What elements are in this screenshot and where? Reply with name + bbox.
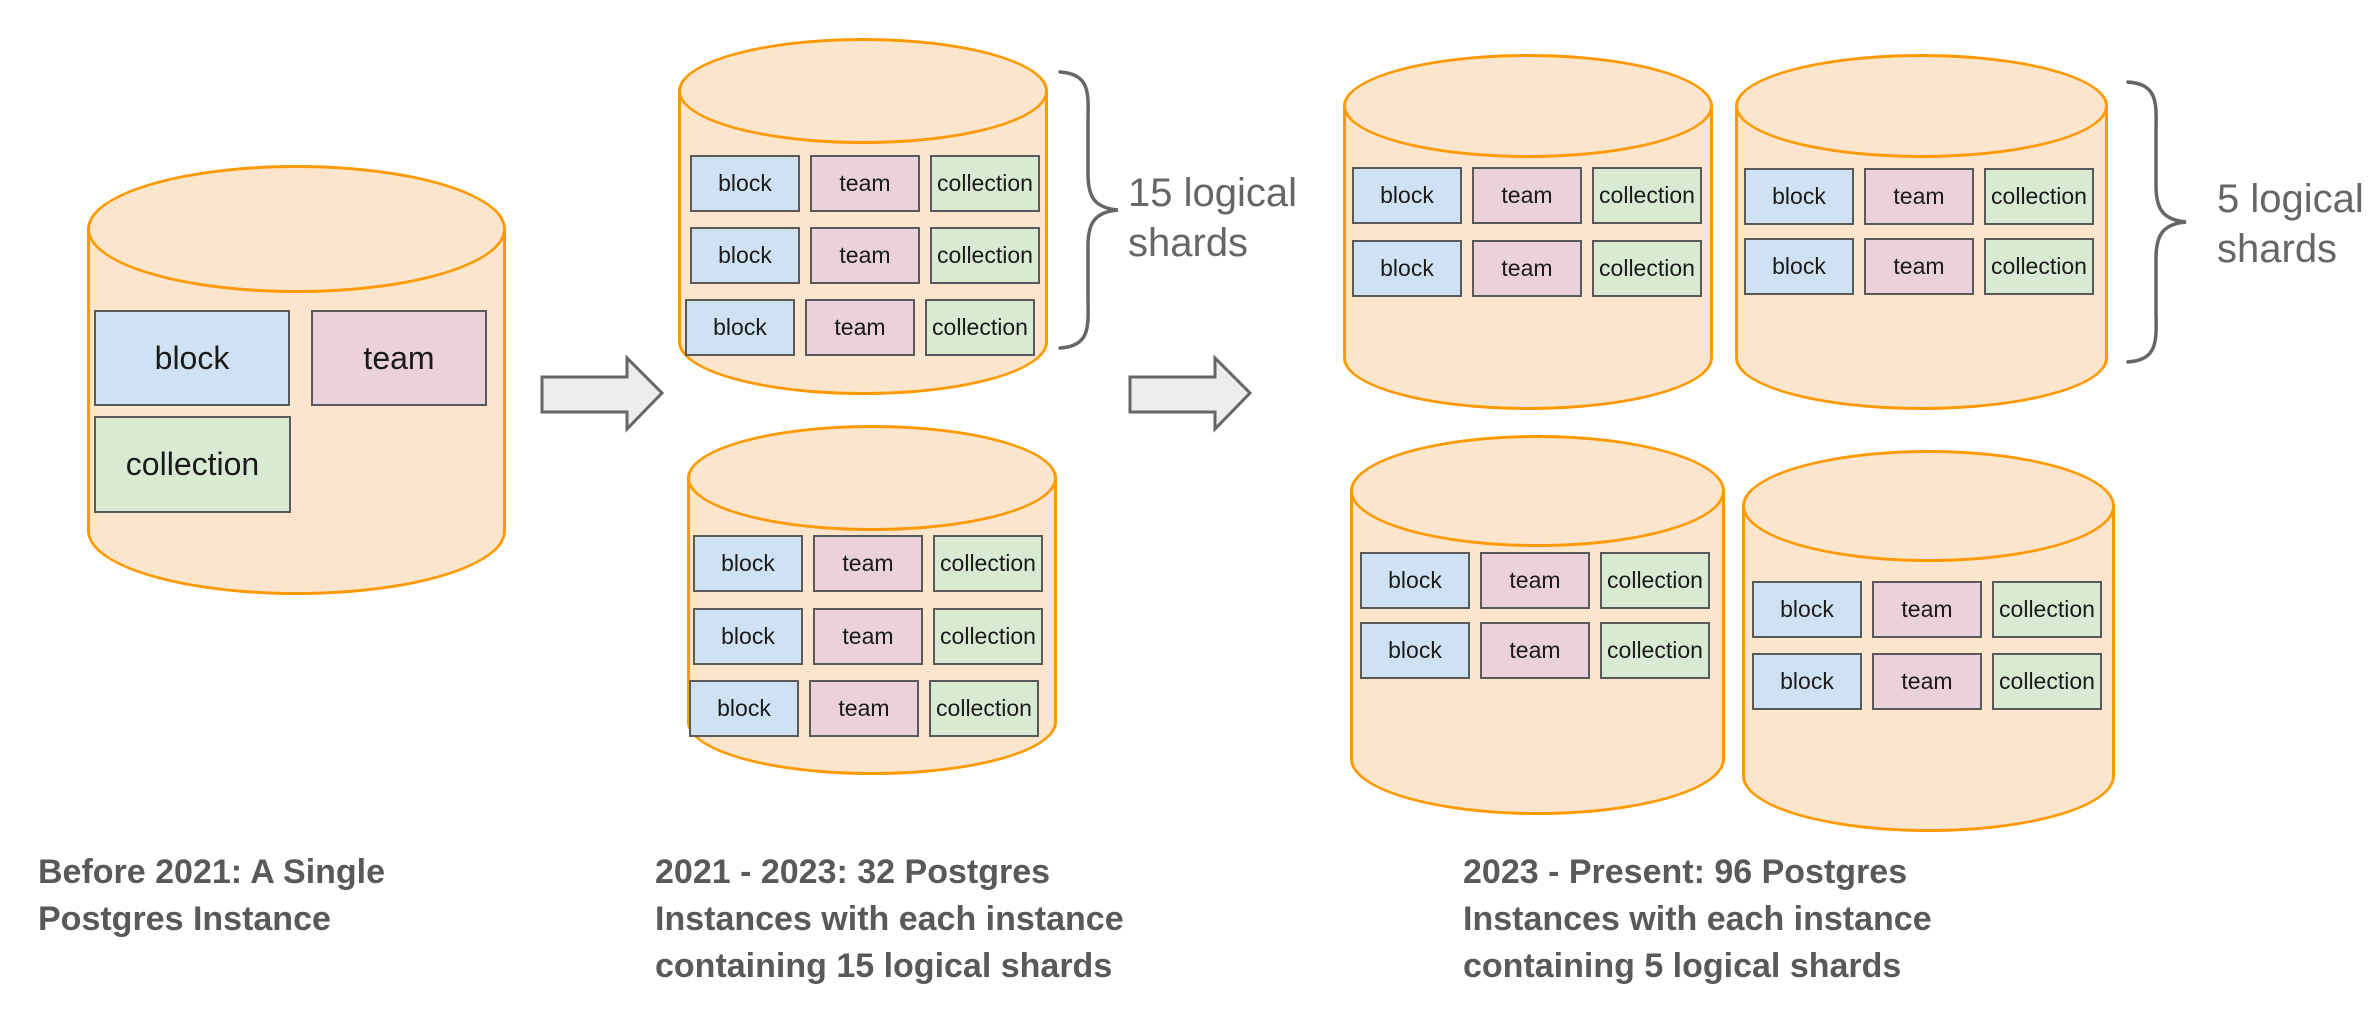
collection-table-box: collection: [1600, 552, 1710, 609]
team-table-box: team: [810, 155, 920, 212]
block-table-box: block: [1352, 167, 1462, 224]
block-table-box: block: [1360, 552, 1470, 609]
collection-table-box: collection: [930, 155, 1040, 212]
cylinder-top-face: [1735, 54, 2108, 158]
caption-line: Before 2021: A Single: [38, 853, 386, 891]
stage1-postgres-instance-cylinder: block team collection: [87, 165, 506, 595]
collection-table-box: collection: [930, 227, 1040, 284]
caption-line: 2021 - 2023: 32 Postgres: [655, 853, 1051, 891]
brace-label-line: 5 logical: [2217, 177, 2364, 221]
collection-table-box: collection: [1600, 622, 1710, 679]
team-table-box: team: [311, 310, 487, 406]
block-table-box: block: [690, 227, 800, 284]
team-table-box: team: [809, 680, 919, 737]
team-table-box: team: [813, 535, 923, 592]
team-table-box: team: [1472, 240, 1582, 297]
cylinder-top-face: [1350, 435, 1725, 547]
cylinder-top-face: [1742, 450, 2115, 562]
block-table-box: block: [685, 299, 795, 356]
transition-arrow-2-icon: [1128, 354, 1253, 433]
team-table-box: team: [1480, 552, 1590, 609]
block-table-box: block: [693, 535, 803, 592]
block-table-box: block: [1752, 581, 1862, 638]
stage2-caption: 2021 - 2023: 32 Postgres Instances with …: [655, 849, 1124, 990]
collection-table-box: collection: [1984, 168, 2094, 225]
caption-line: containing 5 logical shards: [1463, 947, 1902, 985]
team-table-box: team: [1472, 167, 1582, 224]
cylinder-top-face: [87, 165, 506, 293]
transition-arrow-1-icon: [540, 354, 665, 433]
team-table-box: team: [810, 227, 920, 284]
cylinder-top-face: [687, 425, 1057, 531]
block-table-box: block: [1360, 622, 1470, 679]
team-table-box: team: [805, 299, 915, 356]
collection-table-box: collection: [1592, 167, 1702, 224]
caption-line: Instances with each instance: [655, 900, 1124, 938]
block-table-box: block: [689, 680, 799, 737]
stage3-shards-brace: [2126, 80, 2187, 364]
block-table-box: block: [693, 608, 803, 665]
stage3-shards-label: 5 logical shards: [2217, 174, 2364, 274]
caption-line: containing 15 logical shards: [655, 947, 1113, 985]
caption-line: Instances with each instance: [1463, 900, 1932, 938]
team-table-box: team: [1864, 238, 1974, 295]
collection-table-box: collection: [94, 416, 291, 513]
collection-table-box: collection: [1984, 238, 2094, 295]
collection-table-box: collection: [1992, 653, 2102, 710]
team-table-box: team: [813, 608, 923, 665]
stage1-caption: Before 2021: A Single Postgres Instance: [38, 849, 385, 943]
block-table-box: block: [1352, 240, 1462, 297]
collection-table-box: collection: [933, 535, 1043, 592]
block-table-box: block: [94, 310, 290, 406]
team-table-box: team: [1872, 653, 1982, 710]
stage3-caption: 2023 - Present: 96 Postgres Instances wi…: [1463, 849, 1932, 990]
brace-label-line: shards: [2217, 227, 2338, 271]
collection-table-box: collection: [1992, 581, 2102, 638]
brace-label-line: 15 logical: [1128, 171, 1298, 215]
cylinder-top-face: [678, 38, 1048, 144]
collection-table-box: collection: [1592, 240, 1702, 297]
cylinder-top-face: [1343, 54, 1713, 158]
caption-line: 2023 - Present: 96 Postgres: [1463, 853, 1908, 891]
block-table-box: block: [1752, 653, 1862, 710]
caption-line: Postgres Instance: [38, 900, 331, 938]
stage2-shards-label: 15 logical shards: [1128, 168, 1297, 268]
brace-label-line: shards: [1128, 221, 1249, 265]
block-table-box: block: [1744, 168, 1854, 225]
block-table-box: block: [690, 155, 800, 212]
team-table-box: team: [1872, 581, 1982, 638]
team-table-box: team: [1480, 622, 1590, 679]
block-table-box: block: [1744, 238, 1854, 295]
stage2-shards-brace: [1058, 70, 1119, 350]
collection-table-box: collection: [933, 608, 1043, 665]
collection-table-box: collection: [925, 299, 1035, 356]
collection-table-box: collection: [929, 680, 1039, 737]
team-table-box: team: [1864, 168, 1974, 225]
